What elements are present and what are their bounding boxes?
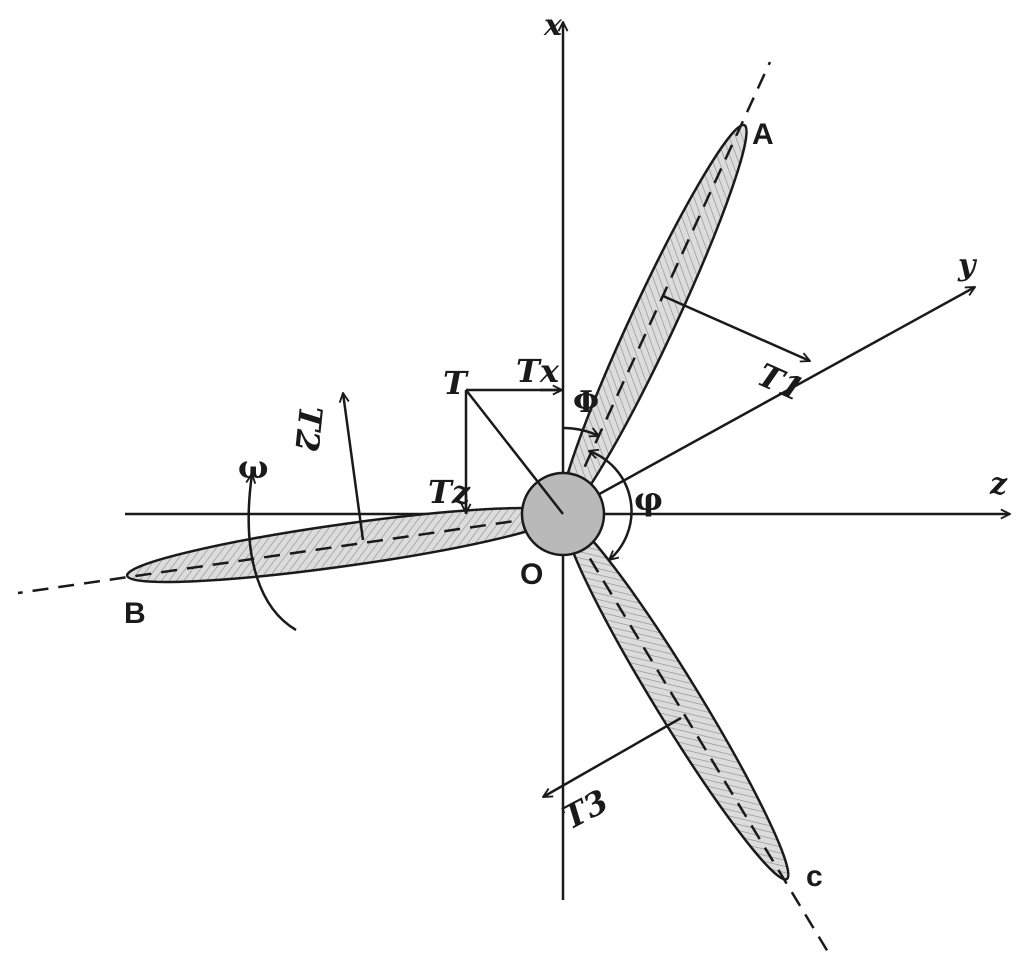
- thrust-arrows: [343, 294, 810, 799]
- force-tz-label: Tz: [428, 473, 471, 511]
- blade-c-centerline: [561, 513, 830, 953]
- big-phi-arc-icon: [562, 426, 599, 436]
- labels: x y z O A B c T Tx Tz T1 T2 T3 Φ φ ω: [124, 8, 1008, 893]
- omega-label: ω: [238, 448, 268, 486]
- blade-c-label: c: [806, 860, 823, 893]
- force-t-label: T: [443, 364, 469, 402]
- force-t-decomposition: [465, 389, 564, 515]
- t3-arrow: [543, 716, 682, 799]
- force-t1-label: T1: [752, 356, 810, 409]
- blade-a-label: A: [752, 118, 774, 151]
- angle-arcs: [249, 426, 633, 632]
- blade-b-centerline: [17, 512, 564, 595]
- phi-arc-icon: [589, 451, 633, 560]
- blade-c-body: [564, 519, 790, 881]
- t2-arrow: [343, 393, 365, 541]
- omega-rotation-arrow-icon: [249, 474, 297, 632]
- axis-x-label: x: [543, 8, 563, 43]
- angle-phi-label: φ: [634, 480, 663, 518]
- t1-arrow: [662, 294, 810, 361]
- axis-y-label: y: [957, 248, 978, 283]
- t-resultant-line: [465, 389, 564, 515]
- origin-label: O: [520, 558, 543, 591]
- blade-a: [559, 61, 772, 517]
- y-axis: [562, 285, 975, 516]
- force-t3-label: T3: [556, 782, 615, 837]
- force-t2-label: T2: [287, 404, 330, 454]
- blade-c: [561, 513, 830, 953]
- blade-a-centerline: [561, 61, 772, 515]
- angle-big-phi-label: Φ: [573, 385, 599, 420]
- blade-b: [17, 506, 565, 595]
- axis-z-label: z: [989, 467, 1008, 502]
- blade-b-label: B: [124, 597, 146, 630]
- force-tx-label: Tx: [516, 352, 560, 390]
